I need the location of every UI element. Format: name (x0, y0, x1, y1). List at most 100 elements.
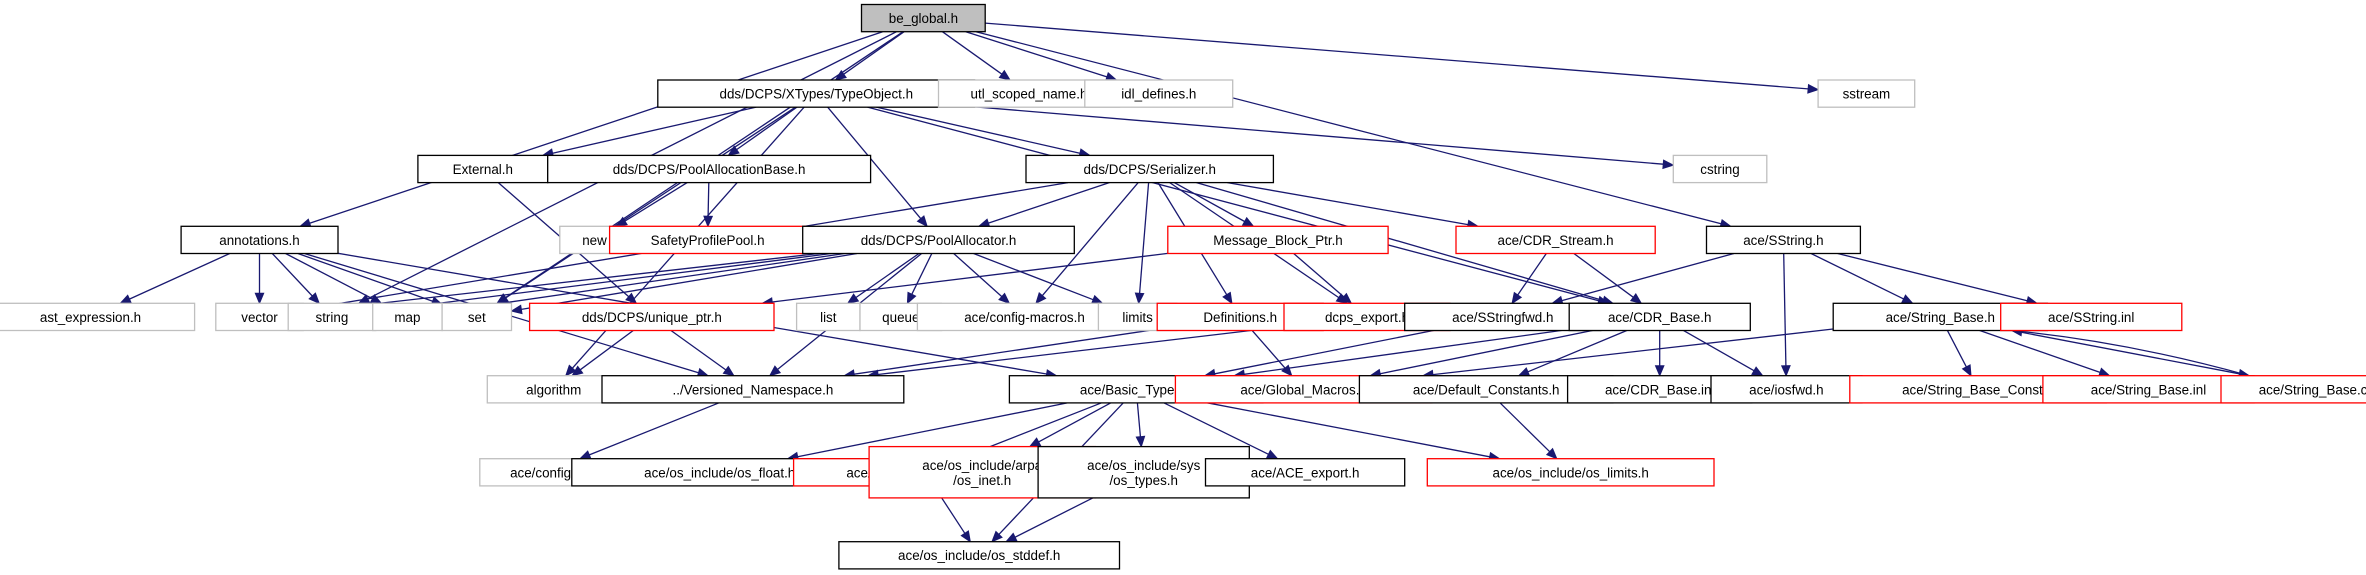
edge-arrowhead (1035, 292, 1047, 305)
node-osstddef[interactable]: ace/os_include/os_stddef.h (838, 541, 1121, 570)
edge-poolallocator-to-list (855, 252, 920, 299)
edge-typeobject-to-external (552, 106, 757, 154)
edge-poolallocbase-to-new (624, 182, 688, 222)
node-label: be_global.h (889, 11, 958, 26)
edge-sstring-to-iosfwd (1783, 253, 1787, 366)
edge-arrowhead (571, 365, 584, 377)
node-label: limits (1122, 310, 1153, 325)
node-configmacros[interactable]: ace/config-macros.h (916, 302, 1133, 332)
node-stringbaseinl[interactable]: ace/String_Base.inl (2042, 375, 2255, 404)
edge-sstringfwd-to-basictypes (1214, 329, 1435, 375)
node-sstringinl[interactable]: ace/SString.inl (2000, 302, 2183, 332)
edge-be_global-to-utl_scoped (942, 31, 1003, 75)
edge-typeobject-to-poolallocator (827, 106, 922, 220)
node-box (2042, 375, 2255, 404)
edge-serializer-to-poolallocator (988, 181, 1110, 224)
node-box (417, 154, 549, 184)
edge-arrowhead (1807, 83, 1820, 94)
node-uniqueptr[interactable]: dds/DCPS/unique_ptr.h (528, 302, 775, 332)
edge-basictypes-to-ostypes (1136, 402, 1142, 437)
node-box (608, 225, 807, 255)
edge-basictypes-to-oslimits (1207, 402, 1490, 458)
edge-arrowhead (510, 304, 523, 315)
node-label: ace/String_Base_Const.h (1902, 382, 2054, 397)
node-label: ace/SString.h (1743, 233, 1823, 248)
edge-arrowhead (1511, 291, 1523, 305)
node-box (1167, 225, 1389, 255)
node-label: SafetyProfilePool.h (651, 233, 765, 248)
node-label: ace/config.h (510, 465, 582, 480)
node-sstring[interactable]: ace/SString.h (1705, 225, 1862, 255)
node-serializer[interactable]: dds/DCPS/Serializer.h (1025, 154, 1275, 184)
node-label: External.h (453, 162, 513, 177)
edge-definitions-to-globalmacros (1251, 329, 1286, 369)
node-typeobject[interactable]: dds/DCPS/XTypes/TypeObject.h (657, 79, 976, 108)
node-label: ace/os_include/arpa (922, 458, 1042, 473)
node-msgblock[interactable]: Message_Block_Ptr.h (1167, 225, 1389, 255)
node-idl_defines[interactable]: idl_defines.h (1084, 79, 1234, 108)
node-label: dds/DCPS/Serializer.h (1083, 162, 1215, 177)
edge-arrowhead (1340, 292, 1353, 305)
node-label: ace/String_Base.cpp (2259, 382, 2366, 397)
node-be_global[interactable]: be_global.h (860, 3, 986, 33)
edge-arrowhead (998, 292, 1011, 305)
node-poolallocbase[interactable]: dds/DCPS/PoolAllocationBase.h (547, 154, 872, 184)
edge-poolallocator-to-set (521, 252, 858, 311)
edge-poolallocator-to-queue (911, 253, 933, 295)
node-iosfwd[interactable]: ace/iosfwd.h (1710, 375, 1863, 404)
edge-arrowhead (1241, 216, 1255, 227)
edge-arrowhead (496, 293, 509, 305)
edge-arrowhead (1662, 159, 1675, 170)
node-label: annotations.h (219, 233, 299, 248)
edge-arrowhead (703, 215, 714, 228)
node-map[interactable]: map (372, 302, 443, 332)
node-sstream[interactable]: sstream (1817, 79, 1916, 108)
edge-arrowhead (906, 291, 917, 305)
edge-serializer-to-cdrbase (1196, 181, 1604, 302)
node-cdrstream[interactable]: ace/CDR_Stream.h (1455, 225, 1656, 255)
node-label: Definitions.h (1203, 310, 1277, 325)
edge-stringbase-to-stringbaseconst (1946, 330, 1967, 368)
node-label: ace/Global_Macros.h (1240, 382, 1367, 397)
node-string[interactable]: string (287, 302, 377, 332)
edge-stringbase-to-globalmacros (1432, 328, 1834, 376)
node-cstring[interactable]: cstring (1672, 154, 1768, 184)
node-cdrbase[interactable]: ace/CDR_Base.h (1568, 302, 1751, 332)
node-list[interactable]: list (795, 302, 861, 332)
node-algorithm[interactable]: algorithm (486, 375, 621, 404)
node-label: ace/config-macros.h (964, 310, 1085, 325)
edge-defconstants-to-oslimits (1499, 402, 1551, 453)
node-label: string (316, 310, 349, 325)
edge-basictypes-to-osfloat (797, 402, 1069, 458)
edge-arrowhead (722, 365, 735, 377)
edge-arrowhead (1265, 449, 1279, 460)
node-box (2220, 375, 2366, 404)
node-box (1204, 458, 1406, 487)
node-poolallocator[interactable]: dds/DCPS/PoolAllocator.h (802, 225, 1075, 255)
edge-typeobject-to-cdrbase (867, 106, 1599, 302)
node-external[interactable]: External.h (417, 154, 549, 184)
node-label: idl_defines.h (1121, 87, 1196, 102)
edge-msgblock-to-dcpsexport (1293, 253, 1345, 298)
node-label: queue (882, 310, 919, 325)
node-label: map (394, 310, 420, 325)
node-box (1084, 79, 1234, 108)
node-aceexport[interactable]: ace/ACE_export.h (1204, 458, 1406, 487)
node-ast_expr[interactable]: ast_expression.h (0, 302, 196, 332)
node-annotations[interactable]: annotations.h (180, 225, 339, 255)
node-oslimits[interactable]: ace/os_include/os_limits.h (1426, 458, 1715, 487)
edge-cdrbase-to-iosfwd (1683, 329, 1755, 372)
edge-arrowhead (119, 294, 132, 304)
edge-stringbase-to-stringbasecpp (2011, 329, 2240, 375)
node-stringbasecpp[interactable]: ace/String_Base.cpp (2220, 375, 2366, 404)
node-set[interactable]: set (441, 302, 513, 332)
node-safetypool[interactable]: SafetyProfilePool.h (608, 225, 807, 255)
edge-arrowhead (916, 215, 928, 228)
node-label: cstring (1700, 162, 1739, 177)
edge-arrowhead (625, 292, 638, 305)
edge-cdrbase-to-basictypes (1244, 328, 1570, 375)
edge-annotations-to-string (271, 253, 313, 297)
edge-arrowhead (564, 364, 577, 377)
edge-poolallocator-to-string (385, 252, 832, 311)
node-versioned[interactable]: ../Versioned_Namespace.h (601, 375, 905, 404)
